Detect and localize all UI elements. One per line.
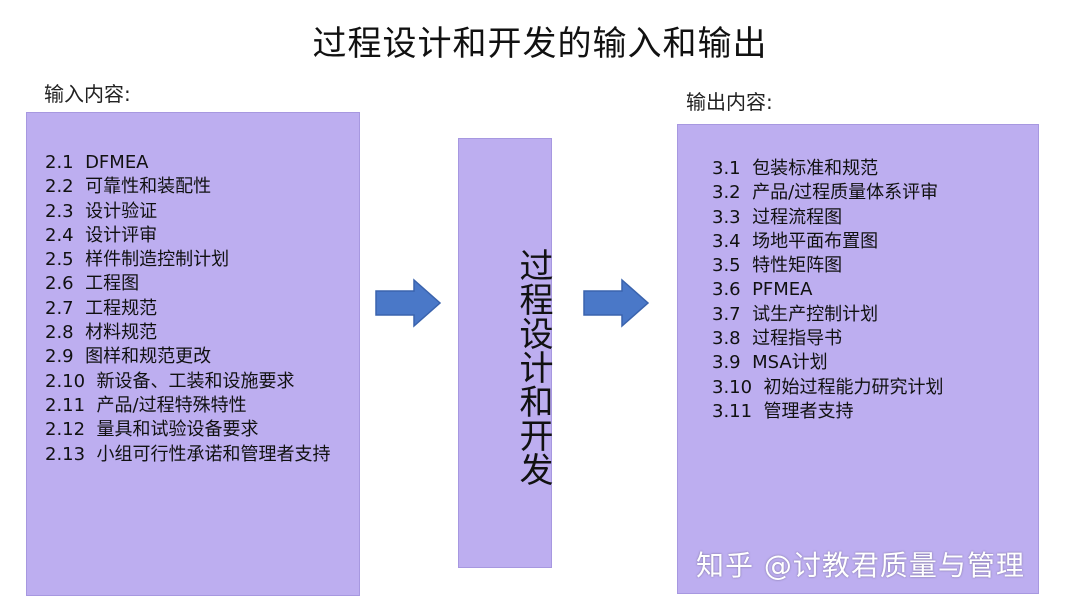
input-item: 2.10 新设备、工装和设施要求 — [45, 370, 295, 392]
input-item: 2.12 量具和试验设备要求 — [45, 419, 259, 441]
input-box: 2.1 DFMEA 2.2 可靠性和装配性 2.3 设计验证 2.4 设计评审 … — [26, 112, 360, 596]
input-item: 2.5 样件制造控制计划 — [45, 249, 230, 271]
right-arrow-icon — [583, 278, 650, 328]
output-item: 3.10 初始过程能力研究计划 — [712, 376, 944, 398]
input-item: 2.13 小组可行性承诺和管理者支持 — [45, 443, 331, 465]
output-box: 3.1 包装标准和规范 3.2 产品/过程质量体系评审 3.3 过程流程图 3.… — [677, 124, 1039, 594]
diagram-title: 过程设计和开发的输入和输出 — [312, 24, 768, 64]
process-label: 过程设计和开发 — [513, 248, 553, 486]
watermark: 知乎 @讨教君质量与管理 — [696, 549, 1025, 582]
input-section-label: 输入内容: — [44, 82, 131, 106]
output-item: 3.6 PFMEA — [712, 279, 813, 301]
output-item: 3.11 管理者支持 — [712, 400, 854, 422]
input-item: 2.6 工程图 — [45, 273, 140, 295]
process-box: 过程设计和开发 — [458, 138, 553, 568]
output-item: 3.3 过程流程图 — [712, 206, 843, 228]
input-item: 2.11 产品/过程特殊特性 — [45, 394, 247, 416]
output-item: 3.1 包装标准和规范 — [712, 158, 879, 179]
input-item: 2.2 可靠性和装配性 — [45, 176, 212, 198]
output-section-label: 输出内容: — [686, 90, 773, 114]
input-item: 2.4 设计评审 — [45, 224, 158, 246]
output-item: 3.4 场地平面布置图 — [712, 230, 879, 252]
right-arrow-icon — [375, 278, 442, 328]
output-item: 3.9 MSA计划 — [712, 352, 828, 374]
output-item: 3.2 产品/过程质量体系评审 — [712, 182, 939, 204]
output-item: 3.8 过程指导书 — [712, 328, 843, 350]
input-item: 2.9 图样和规范更改 — [45, 346, 212, 368]
input-item: 2.7 工程规范 — [45, 297, 158, 319]
input-item: 2.8 材料规范 — [45, 322, 158, 344]
input-item: 2.3 设计验证 — [45, 200, 158, 222]
input-item: 2.1 DFMEA — [45, 152, 149, 173]
output-item: 3.5 特性矩阵图 — [712, 255, 843, 277]
output-item: 3.7 试生产控制计划 — [712, 303, 879, 325]
